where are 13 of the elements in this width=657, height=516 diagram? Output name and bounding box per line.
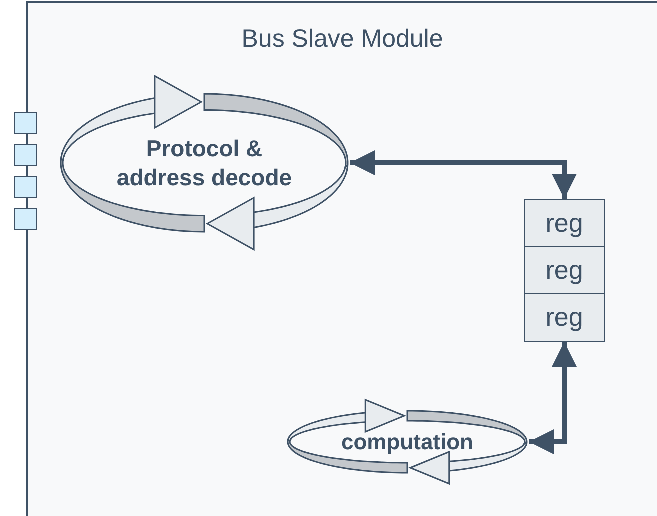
double-arrow [529,342,577,454]
register-box: reg [524,246,605,295]
port-square [14,208,37,230]
port-square [14,176,37,198]
register-box: reg [524,199,605,248]
double-arrow [350,150,577,199]
module-title: Bus Slave Module [240,25,444,54]
port-square [14,144,37,166]
register-box: reg [524,293,605,342]
port-square [14,112,37,134]
process-label: computation [342,428,474,456]
process-label: Protocol & address decode [116,134,294,192]
module-box [26,1,657,516]
